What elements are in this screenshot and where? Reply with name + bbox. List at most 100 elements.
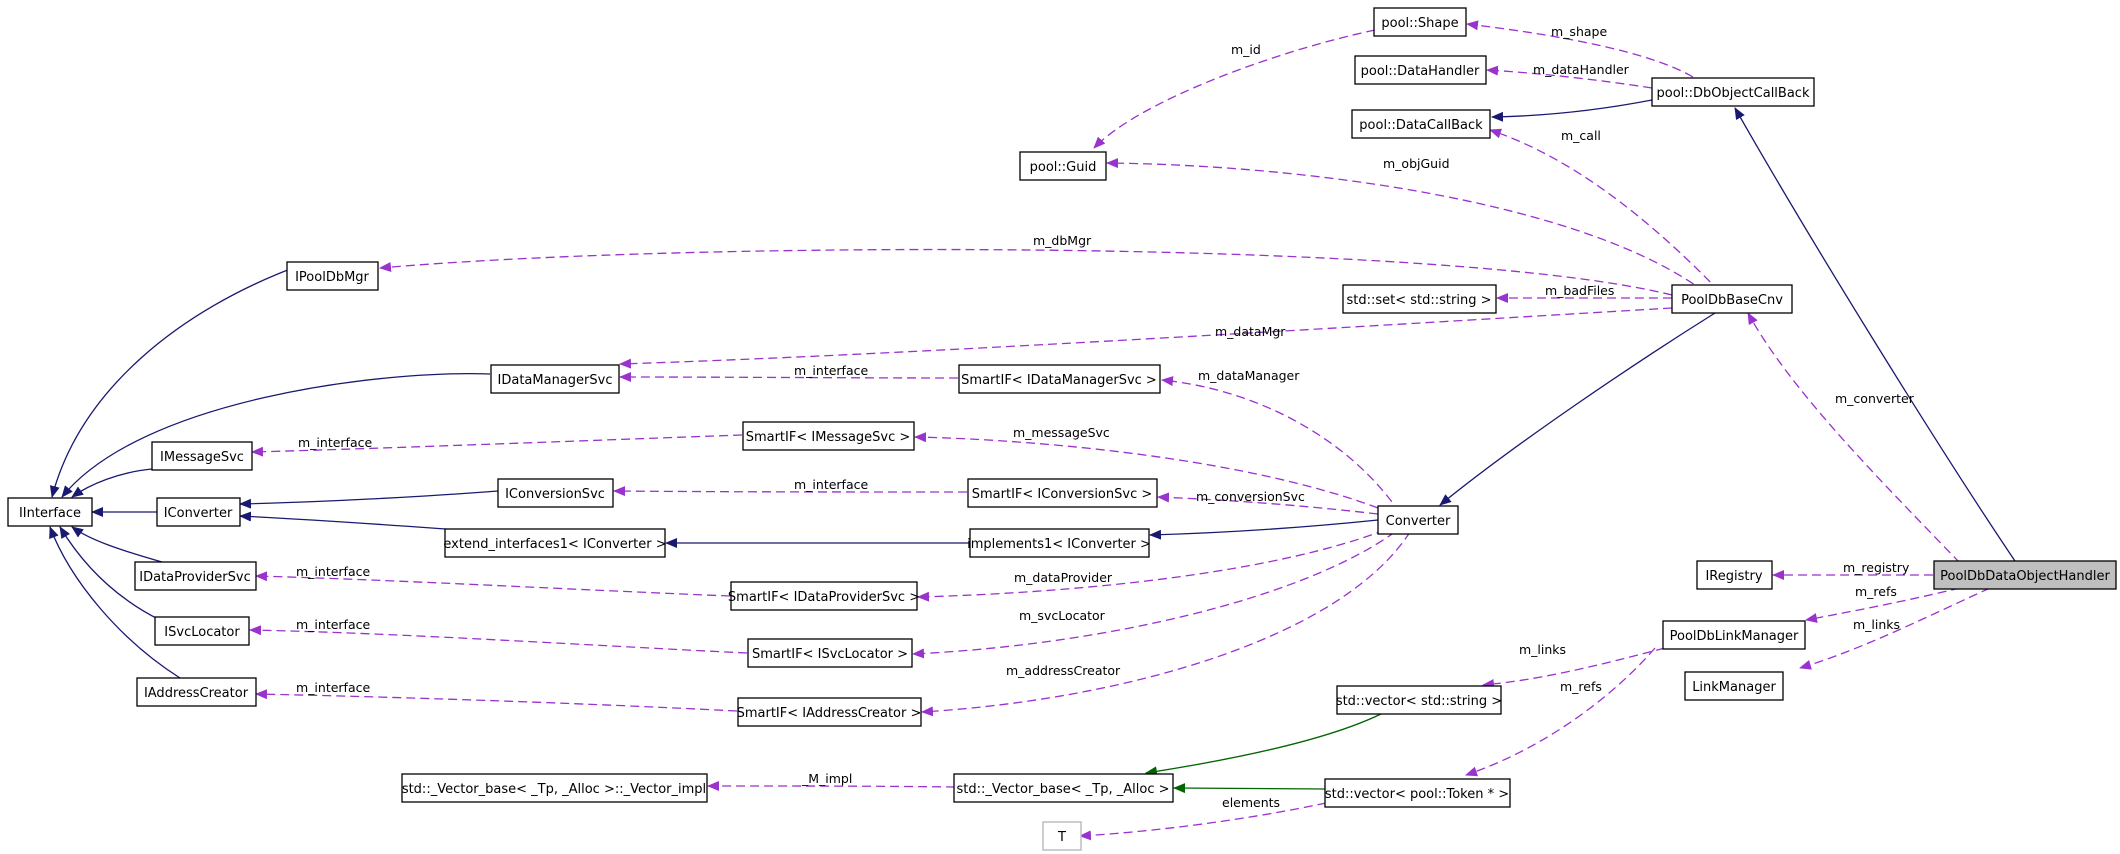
node-std-vector-token[interactable]: std::vector< pool::Token * > <box>1324 778 1511 808</box>
edge-vector-token-to-vector-base <box>1173 783 1326 794</box>
node-label: extend_interfaces1< IConverter > <box>443 537 666 552</box>
node-label: SmartIF< IConversionSvc > <box>972 487 1153 502</box>
edge-m-datahandler <box>1486 65 1653 89</box>
node-pool-dbobjectcallback[interactable]: pool::DbObjectCallBack <box>1651 77 1815 107</box>
node-smartif-idataprovidersvc[interactable]: SmartIF< IDataProviderSvc > <box>728 581 920 611</box>
edge-iaddresscreator-to-iinterface <box>49 526 181 679</box>
node-t[interactable]: T <box>1042 821 1082 851</box>
usage-edges <box>249 20 1991 841</box>
edge-label-m-objguid: m_objGuid <box>1383 156 1450 171</box>
node-implements1[interactable]: implements1< IConverter > <box>967 528 1151 558</box>
node-smartif-iconversionsvc[interactable]: SmartIF< IConversionSvc > <box>967 478 1158 508</box>
edge-label-m-dbmgr: m_dbMgr <box>1033 233 1092 248</box>
edge-label-m-interface-dms: m_interface <box>794 363 868 378</box>
edge-m-converter <box>1747 312 1961 564</box>
edge-label-m-links-handler: m_links <box>1853 617 1900 632</box>
edge-m-interface-dms <box>619 372 959 383</box>
node-label: SmartIF< IDataManagerSvc > <box>961 373 1157 388</box>
edge-label-m-dataprovider: m_dataProvider <box>1014 570 1113 585</box>
edge-m-shape <box>1466 20 1694 78</box>
node-std-set-string[interactable]: std::set< std::string > <box>1342 284 1497 314</box>
node-smartif-isvclocator[interactable]: SmartIF< ISvcLocator > <box>747 638 913 668</box>
edge-label-m-refs-handler: m_refs <box>1855 584 1897 599</box>
edge-labels: m_id m_shape m_dataHandler m_call m_objG… <box>296 24 1915 810</box>
edge-label-m-call: m_call <box>1561 128 1601 143</box>
node-iinterface[interactable]: IInterface <box>7 497 93 527</box>
edge-idataprovidersvc-to-iinterface <box>71 526 163 563</box>
edge-label-m-conversionsvc: m_conversionSvc <box>1196 489 1305 504</box>
edge-m-datamanager <box>1161 376 1401 514</box>
node-vector-base[interactable]: std::_Vector_base< _Tp, _Alloc > <box>953 773 1174 803</box>
node-label: IDataProviderSvc <box>139 570 251 585</box>
edge-m-interface-conv <box>613 486 968 497</box>
node-label: SmartIF< IAddressCreator > <box>737 706 922 721</box>
node-label: std::vector< std::string > <box>1336 694 1502 709</box>
node-converter[interactable]: Converter <box>1377 505 1459 535</box>
edge-m-svclocator <box>912 531 1396 659</box>
node-pool-shape[interactable]: pool::Shape <box>1373 7 1467 37</box>
edge-label-m-datahandler: m_dataHandler <box>1533 62 1630 77</box>
edge-label-m-addresscreator: m_addressCreator <box>1006 663 1121 678</box>
node-iaddresscreator[interactable]: IAddressCreator <box>136 677 257 707</box>
node-extend-interfaces[interactable]: extend_interfaces1< IConverter > <box>443 528 667 558</box>
edge-label-m-interface-dps: m_interface <box>296 564 370 579</box>
edge-label-m-messagesvc: m_messageSvc <box>1013 425 1110 440</box>
node-idataprovidersvc[interactable]: IDataProviderSvc <box>134 561 257 591</box>
edge-m-interface-dps <box>255 571 731 597</box>
edge-m-refs-handler <box>1805 587 1961 623</box>
edge-label-m-interface-conv: m_interface <box>794 477 868 492</box>
edge-m-messagesvc <box>914 432 1379 509</box>
edge-label-m-shape: m_shape <box>1551 24 1607 39</box>
edge-m-interface-svc <box>249 625 748 654</box>
node-label: Converter <box>1386 514 1451 529</box>
node-pool-datahandler[interactable]: pool::DataHandler <box>1354 55 1487 85</box>
node-label: LinkManager <box>1692 680 1776 695</box>
node-pooldbbasecnv[interactable]: PoolDbBaseCnv <box>1671 284 1793 314</box>
node-pool-guid[interactable]: pool::Guid <box>1019 151 1107 181</box>
node-pool-datacallback[interactable]: pool::DataCallBack <box>1351 109 1491 139</box>
node-label: SmartIF< IMessageSvc > <box>746 430 911 445</box>
node-smartif-imessagesvc[interactable]: SmartIF< IMessageSvc > <box>742 421 915 451</box>
edge-m-dbmgr <box>379 248 1673 296</box>
edge-m-interface-msg <box>251 434 743 457</box>
node-label: IMessageSvc <box>160 450 244 465</box>
node-label: std::_Vector_base< _Tp, _Alloc >::_Vecto… <box>402 782 706 797</box>
node-std-vector-string[interactable]: std::vector< std::string > <box>1336 685 1502 715</box>
node-label: IInterface <box>19 506 81 521</box>
node-label: ISvcLocator <box>164 625 240 640</box>
edge-label-m-links-vec: m_links <box>1519 642 1566 657</box>
node-iregistry[interactable]: IRegistry <box>1696 560 1773 590</box>
node-pooldbdataobjecthandler[interactable]: PoolDbDataObjectHandler <box>1933 560 2117 590</box>
node-ipooldbmgr[interactable]: IPoolDbMgr <box>286 261 379 291</box>
node-iconverter[interactable]: IConverter <box>156 497 241 527</box>
node-idatamanagersvc[interactable]: IDataManagerSvc <box>490 364 620 394</box>
edge-m-interface-addr <box>255 689 738 712</box>
edge-iconversionsvc-to-iconverter <box>239 490 499 509</box>
edge-m-links-handler <box>1799 587 1991 670</box>
node-label: pool::DataCallBack <box>1359 118 1483 133</box>
node-label: IRegistry <box>1705 569 1762 584</box>
node-label: PoolDbLinkManager <box>1670 629 1799 644</box>
edge-label-m-converter: m_converter <box>1835 391 1915 406</box>
node-linkmanager[interactable]: LinkManager <box>1684 671 1784 701</box>
node-smartif-iaddresscreator[interactable]: SmartIF< IAddressCreator > <box>737 697 922 727</box>
edge-label-m-refs-vec: m_refs <box>1560 679 1602 694</box>
node-isvclocator[interactable]: ISvcLocator <box>154 616 250 646</box>
edge-m-addresscreator <box>921 531 1411 717</box>
edge-label-elements: elements <box>1222 795 1280 810</box>
node-label: pool::Guid <box>1030 160 1097 175</box>
node-pooldblinkmanager[interactable]: PoolDbLinkManager <box>1662 620 1806 650</box>
edge-pooldbdataobjecthandler-to-dbobjectcallback <box>1734 107 2018 565</box>
edge-converter-to-pooldbbasecnv <box>1439 312 1716 506</box>
edge-converter-to-implements1 <box>1149 519 1379 540</box>
node-iconversionsvc[interactable]: IConversionSvc <box>497 478 614 508</box>
edge-imessagesvc-to-iinterface <box>71 468 153 498</box>
edge-ipooldbmgr-to-iinterface <box>49 265 299 498</box>
node-imessagesvc[interactable]: IMessageSvc <box>151 441 253 471</box>
edge-label-m-interface-msg: m_interface <box>298 435 372 450</box>
node-smartif-idatamanagersvc[interactable]: SmartIF< IDataManagerSvc > <box>958 364 1161 394</box>
node-label: IAddressCreator <box>144 686 249 701</box>
node-label: T <box>1057 830 1066 845</box>
node-vector-impl[interactable]: std::_Vector_base< _Tp, _Alloc >::_Vecto… <box>401 773 708 803</box>
